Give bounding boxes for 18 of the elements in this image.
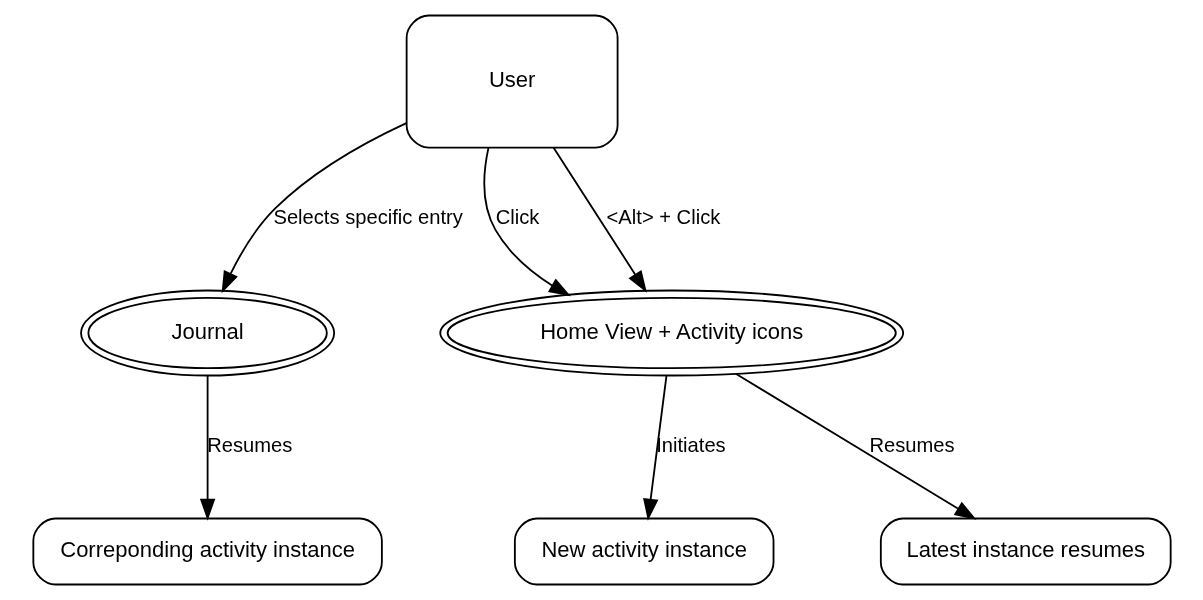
node-ellipse: Journal (79, 289, 335, 377)
edge-label: Resumes (868, 434, 955, 457)
edge-label: Click (495, 206, 539, 229)
node-box: Latest instance resumes (879, 517, 1172, 586)
node-ellipse: Home View + Activity icons (438, 289, 904, 377)
edge-label: Initiates (655, 434, 726, 457)
arrow (734, 372, 977, 520)
arrow (199, 374, 215, 521)
arrow (482, 146, 571, 297)
edge-label: Resumes (206, 434, 292, 457)
edge-label: <Alt> + Click (606, 206, 720, 229)
node-box: New activity instance (513, 517, 774, 586)
node-box: Correponding activity instance (31, 517, 383, 586)
arrow (552, 146, 647, 293)
arrow (642, 374, 667, 521)
node-box: User (405, 14, 618, 149)
arrow (221, 122, 407, 294)
edge-label: Selects specific entry (272, 206, 463, 229)
